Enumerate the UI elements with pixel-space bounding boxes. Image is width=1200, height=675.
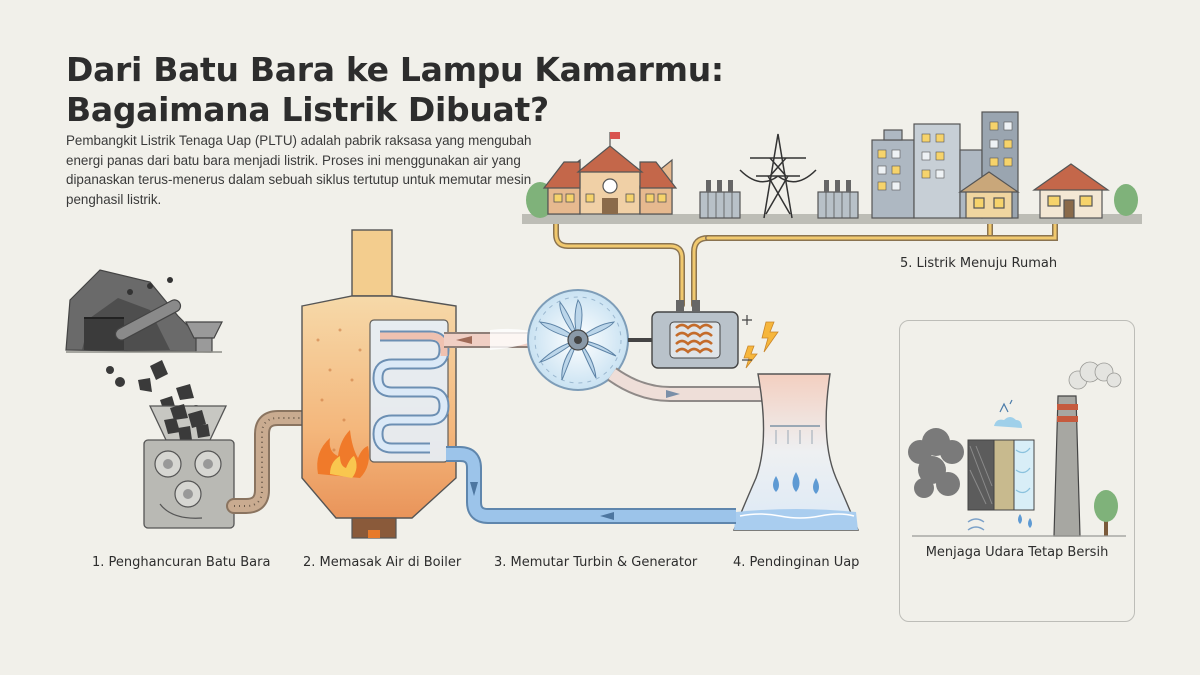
tree-icon [1114,184,1138,216]
water-drop-icon [1018,514,1032,528]
transformer-icon [699,180,741,219]
power-pylon-icon [739,133,817,219]
house-icon [958,171,1020,219]
house-icon [1032,163,1110,219]
step-label-4: 4. Pendinginan Uap [733,555,860,570]
emissions-panel: Menjaga Udara Tetap Bersih [899,320,1135,622]
smoke-cloud-icon [908,428,964,498]
title-line-1: Dari Batu Bara ke Lampu Kamarmu: [66,50,724,89]
step-label-5: 5. Listrik Menuju Rumah [900,256,1058,271]
turbine-icon [527,289,629,391]
flame-icon [317,430,369,478]
school-icon [542,132,678,215]
transformer-icon [817,180,859,219]
generator-icon [651,300,739,369]
steam-cloud-icon [1068,361,1122,390]
page-title: Dari Batu Bara ke Lampu Kamarmu: Bagaima… [66,50,724,130]
coal-feed-pipe [226,410,320,514]
step-label-3: 3. Memutar Turbin & Generator [494,555,698,570]
step-label-1: 1. Penghancuran Batu Bara [92,555,271,570]
lightning-icon [743,321,779,369]
clean-cloud-icon [994,417,1022,428]
water-return-pipe [446,446,736,524]
power-cables [553,219,1058,308]
water-drop-icon [773,472,819,494]
boiler-icon [301,229,457,539]
city-skyline [522,111,1142,224]
emissions-label: Menjaga Udara Tetap Bersih [925,545,1109,560]
tree-icon [526,182,554,218]
wind-icon [967,518,985,531]
clean-air-illustration [908,361,1126,537]
cooling-tower-icon [732,373,860,531]
building-windows [877,121,1013,191]
coal-crusher-icon [143,404,235,529]
title-line-2: Bagaimana Listrik Dibuat? [66,90,549,129]
tree-icon [1094,490,1118,536]
step-label-2: 2. Memasak Air di Boiler [303,555,462,570]
intro-text: Pembangkit Listrik Tenaga Uap (PLTU) ada… [66,133,532,207]
sparkle-icon [999,399,1013,413]
plus-terminal [742,315,752,325]
coal-mine-icon [65,269,223,353]
